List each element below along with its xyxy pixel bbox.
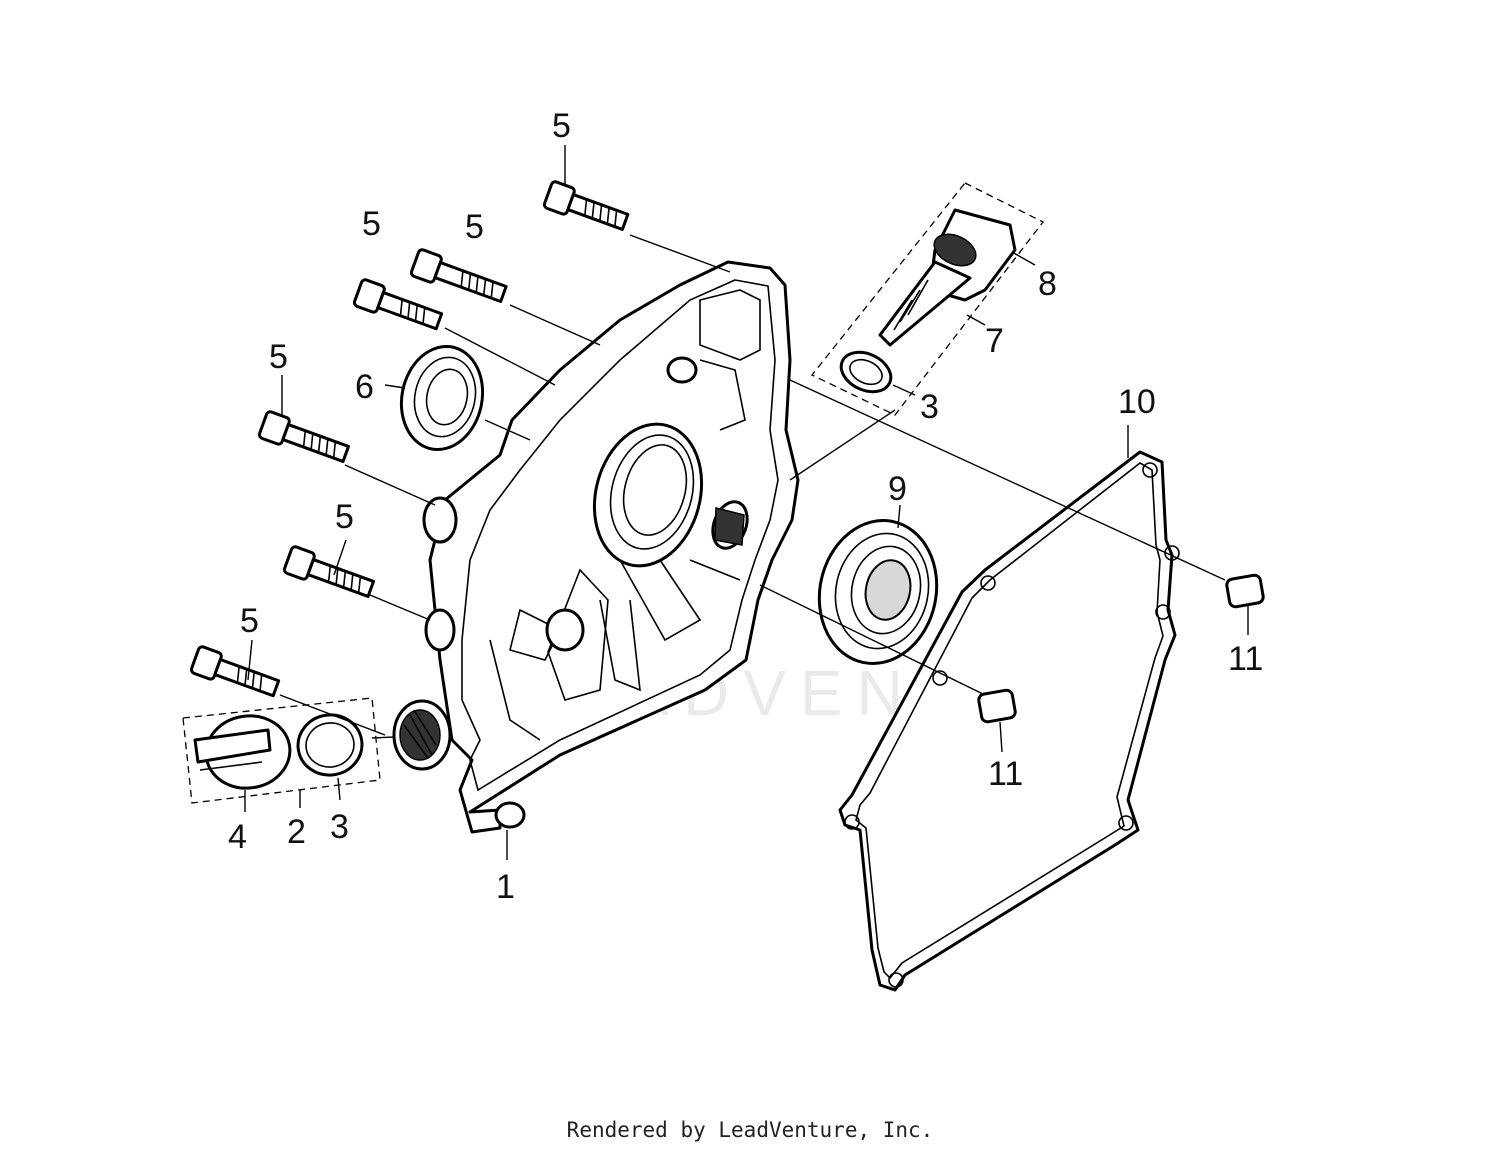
callout-4: 4 — [228, 818, 247, 856]
callout-5: 5 — [552, 107, 571, 145]
callout-labels: 5 5 5 5 5 5 6 8 7 3 10 9 11 11 1 4 2 3 — [228, 107, 1263, 906]
callout-8: 8 — [1038, 265, 1057, 303]
callout-11: 11 — [1228, 640, 1263, 678]
callout-3: 3 — [920, 388, 939, 426]
callout-5: 5 — [465, 208, 484, 246]
callout-10: 10 — [1118, 383, 1156, 421]
leader-lines — [244, 145, 1249, 860]
part-9-bearing[interactable] — [806, 510, 949, 675]
callout-11: 11 — [988, 755, 1023, 793]
callout-9: 9 — [888, 470, 907, 508]
callout-5: 5 — [362, 205, 381, 243]
callout-5: 5 — [335, 498, 354, 536]
callout-5: 5 — [240, 602, 259, 640]
callout-5: 5 — [269, 338, 288, 376]
part-6-oil-seal[interactable] — [392, 339, 492, 457]
part-2-oil-fill-cap-group[interactable] — [182, 697, 381, 804]
callout-2: 2 — [287, 813, 306, 851]
render-credit: Rendered by LeadVenture, Inc. — [566, 1118, 934, 1142]
part-5-bolts[interactable] — [189, 180, 630, 702]
part-1-crankcase-cover[interactable] — [392, 260, 800, 834]
part-7-8-dipstick-assembly[interactable] — [810, 182, 1044, 416]
part-10-gasket[interactable] — [838, 450, 1180, 992]
callout-6: 6 — [355, 368, 374, 406]
callout-7: 7 — [985, 322, 1004, 360]
callout-1: 1 — [496, 868, 515, 906]
callout-3: 3 — [330, 808, 349, 846]
part-11-dowel-pins[interactable] — [977, 573, 1265, 724]
